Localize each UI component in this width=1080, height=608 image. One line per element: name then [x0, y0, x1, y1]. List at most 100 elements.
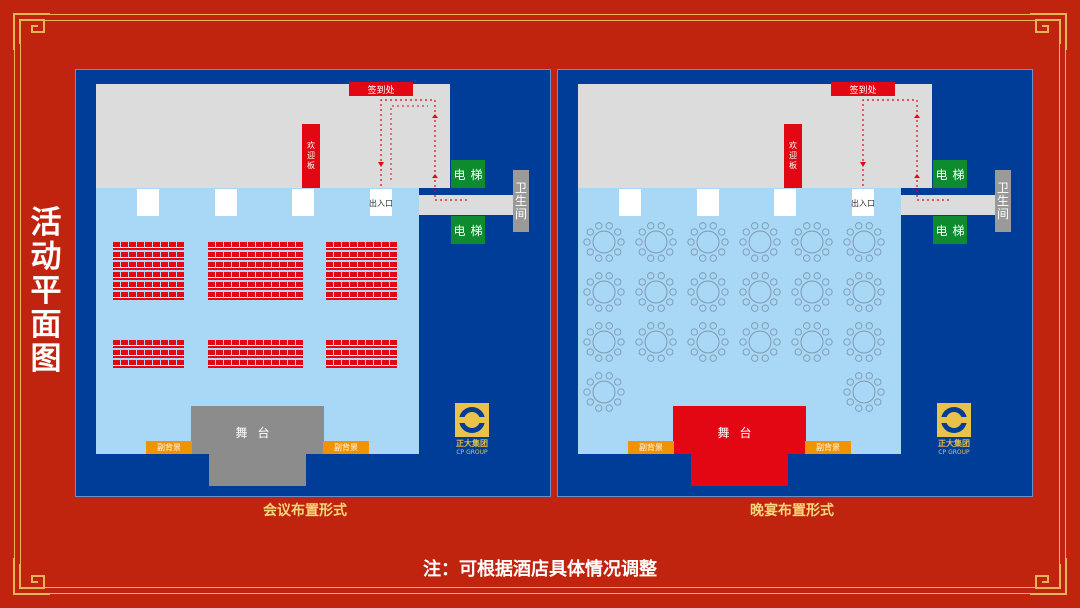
seat: [145, 262, 152, 268]
seat: [358, 262, 365, 268]
round-table-icon: [791, 272, 833, 312]
logo-subtitle: CP GROUP: [456, 449, 488, 456]
welcome-board: 欢迎板: [784, 124, 802, 188]
corner-ornament-bottom-right-icon: [1030, 558, 1067, 595]
seat: [161, 340, 168, 346]
seat: [161, 292, 168, 298]
seat: [334, 292, 341, 298]
seat-row: [113, 340, 184, 346]
seat: [137, 292, 144, 298]
seat: [366, 242, 373, 248]
seat: [208, 340, 215, 346]
seat: [232, 340, 239, 346]
seat: [296, 340, 303, 346]
seat: [248, 252, 255, 258]
seat-row-table: [326, 268, 397, 270]
seat: [177, 282, 184, 288]
logo-name: 正大集团: [938, 439, 970, 448]
seat: [350, 350, 357, 356]
seat-row-table: [208, 346, 303, 348]
seat: [374, 272, 381, 278]
round-table-icon: [739, 322, 781, 362]
seat: [232, 350, 239, 356]
seat: [232, 272, 239, 278]
seat-row-table: [113, 288, 184, 290]
seat: [137, 282, 144, 288]
round-table-icon: [687, 322, 729, 362]
seat: [224, 292, 231, 298]
seat: [350, 272, 357, 278]
seat: [153, 340, 160, 346]
route-arrow-icon: [860, 162, 866, 167]
seat: [216, 282, 223, 288]
seat: [296, 292, 303, 298]
seat: [129, 360, 136, 366]
seat: [232, 292, 239, 298]
seating-block: [326, 242, 397, 302]
seat: [272, 282, 279, 288]
seating-block: [208, 242, 303, 302]
seat: [224, 360, 231, 366]
seat: [256, 350, 263, 356]
seat: [350, 292, 357, 298]
seat: [208, 350, 215, 356]
elevator-lower: 电 梯: [933, 216, 967, 244]
seat-row: [326, 360, 397, 366]
entrance-label: 出入口: [851, 199, 875, 208]
seating-block: [113, 242, 184, 302]
round-table-icon: [583, 222, 625, 262]
route-arrow-icon: [432, 174, 438, 178]
seat: [382, 340, 389, 346]
seat: [256, 262, 263, 268]
seat: [177, 350, 184, 356]
seat: [113, 340, 120, 346]
seat: [256, 272, 263, 278]
seat-row: [326, 282, 397, 288]
corner-ornament-top-left-icon: [13, 13, 50, 50]
seat: [280, 292, 287, 298]
seat: [216, 350, 223, 356]
seat: [358, 272, 365, 278]
window: [215, 189, 237, 216]
seat-row-table: [326, 356, 397, 358]
seat: [390, 242, 397, 248]
seat: [280, 242, 287, 248]
seat: [113, 350, 120, 356]
seat: [342, 242, 349, 248]
seat: [334, 262, 341, 268]
seat: [326, 292, 333, 298]
seat: [374, 242, 381, 248]
seat: [224, 252, 231, 258]
seat: [248, 360, 255, 366]
seat: [208, 262, 215, 268]
seat: [326, 272, 333, 278]
seat: [256, 360, 263, 366]
seat: [153, 350, 160, 356]
seat: [169, 360, 176, 366]
seat-row-table: [113, 356, 184, 358]
elevator-label: 电: [935, 223, 948, 238]
window: [292, 189, 314, 216]
seat: [264, 262, 271, 268]
seat-row-table: [326, 278, 397, 280]
round-table-icon: [739, 272, 781, 312]
guest-route-arrows: [860, 99, 950, 201]
seat: [153, 262, 160, 268]
seat: [342, 262, 349, 268]
seat: [390, 272, 397, 278]
seat: [145, 252, 152, 258]
seat: [326, 282, 333, 288]
round-table-icon: [843, 322, 885, 362]
window: [852, 189, 874, 216]
seat: [248, 262, 255, 268]
seating-block: [326, 340, 397, 370]
seat: [224, 272, 231, 278]
seat: [137, 262, 144, 268]
stage-label: 舞台: [235, 426, 280, 440]
seat: [382, 360, 389, 366]
seat: [169, 292, 176, 298]
seat-row: [208, 282, 303, 288]
window: [137, 189, 159, 216]
seat: [137, 272, 144, 278]
seat: [334, 282, 341, 288]
